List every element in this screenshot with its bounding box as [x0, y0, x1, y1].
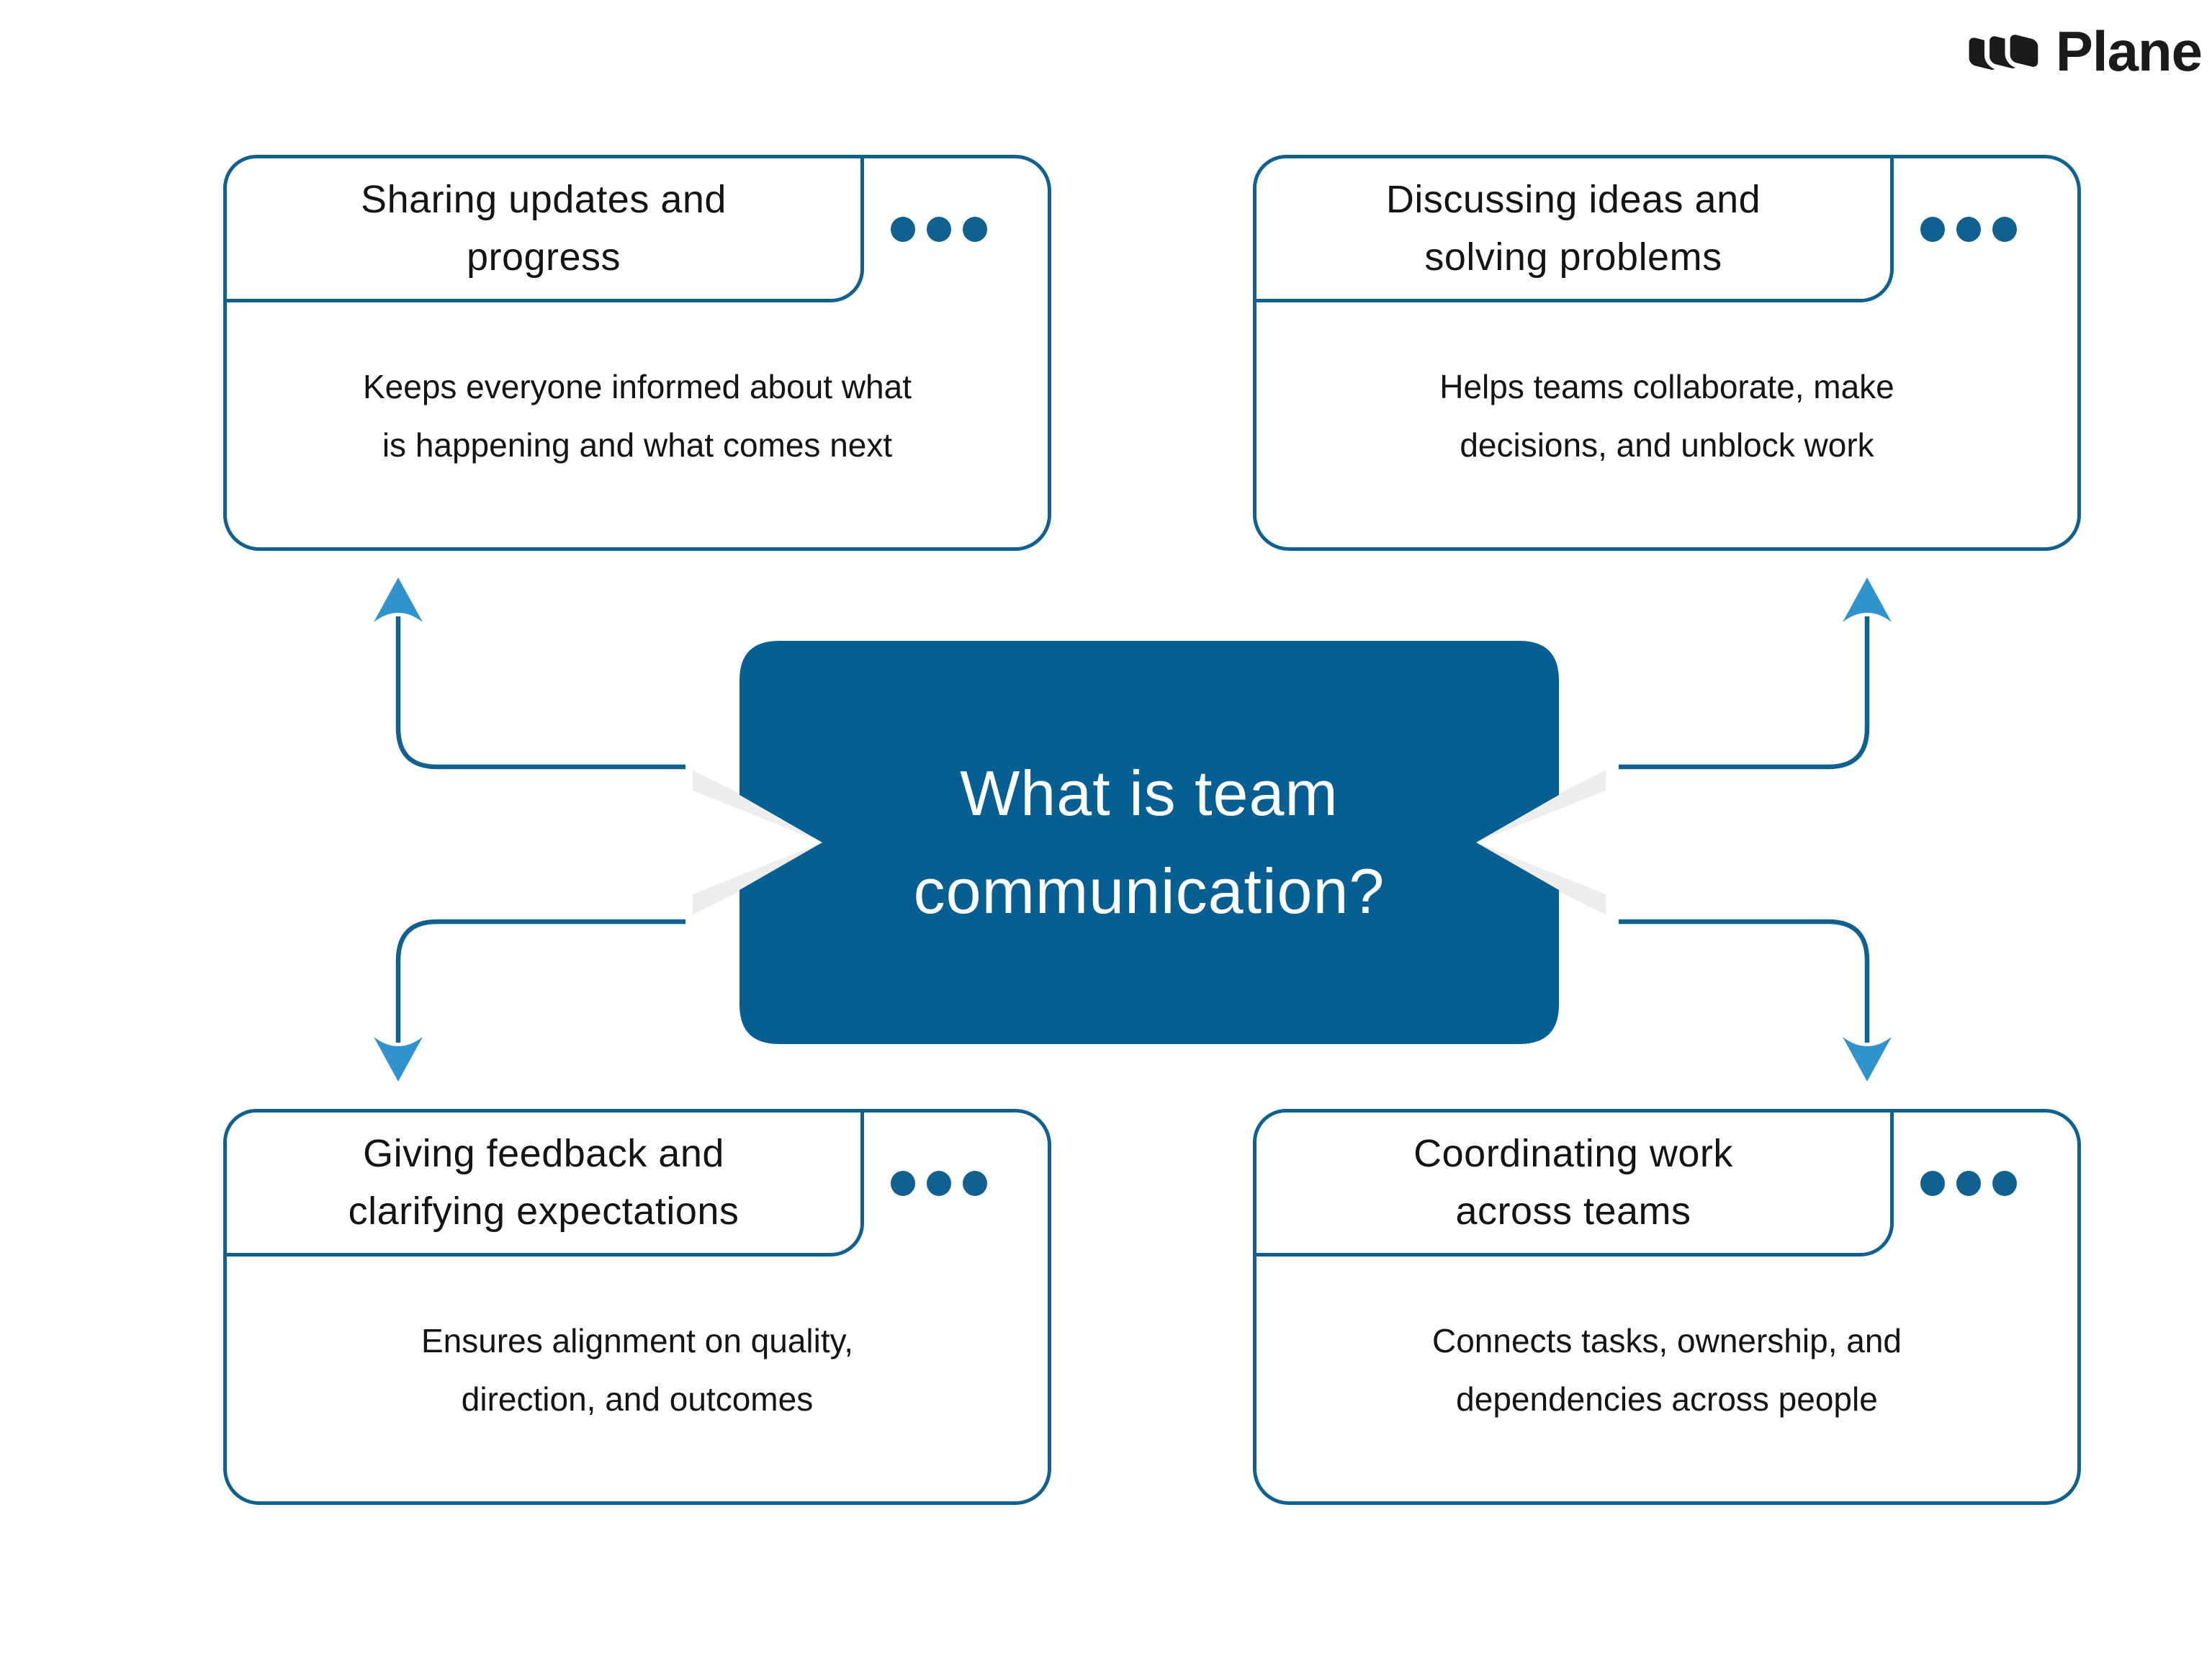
card-title-tab: Discussing ideas and solving problems [1253, 155, 1894, 302]
card-description: Connects tasks, ownership, and dependenc… [1431, 1322, 1902, 1418]
card-title: Giving feedback and clarifying expectati… [348, 1131, 739, 1233]
center-node: What is team communication? [684, 641, 1614, 1044]
plane-logo-mark-icon [1964, 29, 2044, 75]
card-title: Sharing updates and progress [361, 177, 727, 279]
card-title: Coordinating work across teams [1413, 1131, 1733, 1233]
ellipsis-horizontal-icon [1920, 1171, 2017, 1196]
card-description: Ensures alignment on quality, direction,… [421, 1322, 854, 1418]
card-title-tab: Giving feedback and clarifying expectati… [223, 1109, 864, 1256]
arrow-to-bottom-left-icon [374, 919, 685, 1082]
card-title: Discussing ideas and solving problems [1385, 177, 1761, 279]
center-node-shape [693, 641, 1606, 1044]
card-description: Helps teams collaborate, make decisions,… [1439, 368, 1894, 464]
card-discussing-ideas: Discussing ideas and solving problems He… [1253, 155, 2081, 551]
ellipsis-horizontal-icon [1920, 217, 2017, 242]
card-coordinating-work: Coordinating work across teams Connects … [1253, 1109, 2081, 1505]
arrow-to-top-left-icon [374, 577, 685, 770]
ellipsis-horizontal-icon [891, 217, 987, 242]
card-title-tab: Coordinating work across teams [1253, 1109, 1894, 1256]
plane-logo: Plane [1964, 19, 2203, 84]
plane-logo-text: Plane [2055, 19, 2203, 83]
card-sharing-updates: Sharing updates and progress Keeps every… [223, 155, 1051, 551]
arrow-to-top-right-icon [1619, 577, 1892, 770]
card-title-tab: Sharing updates and progress [223, 155, 864, 302]
center-node-title: What is team communication? [913, 757, 1385, 927]
card-giving-feedback: Giving feedback and clarifying expectati… [223, 1109, 1051, 1505]
card-description: Keeps everyone informed about what is ha… [362, 368, 912, 464]
ellipsis-horizontal-icon [891, 1171, 987, 1196]
arrow-to-bottom-right-icon [1619, 919, 1892, 1082]
